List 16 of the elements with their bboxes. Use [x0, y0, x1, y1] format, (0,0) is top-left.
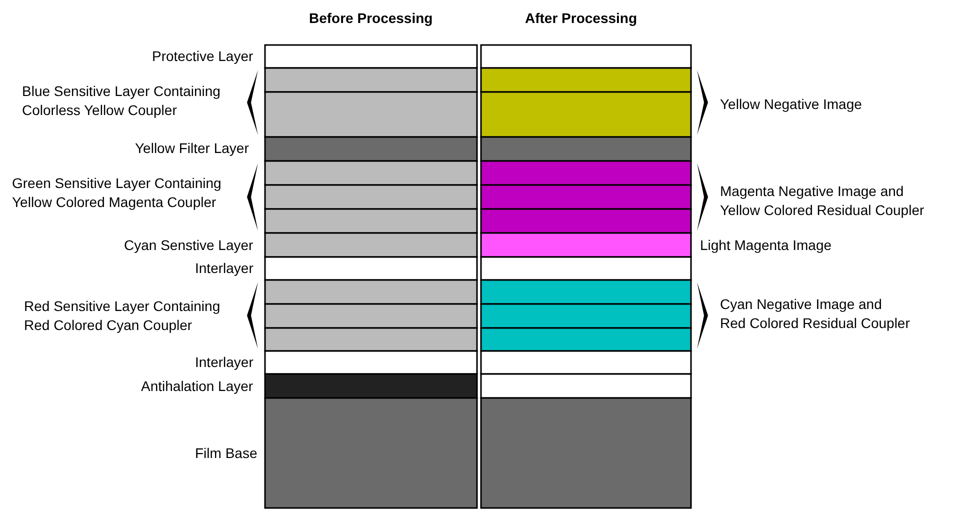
layer-label: Yellow Filter Layer [135, 138, 249, 158]
layer-label: Green Sensitive Layer Containing Yellow Colored Magenta Coupler [12, 174, 222, 212]
layer-label: Interlayer [195, 258, 254, 278]
layer-label: Magenta Negative Image and Yellow Colored Residual Coupler [720, 182, 924, 220]
column-heading: Before Processing [309, 8, 433, 28]
layer-label: Interlayer [195, 352, 254, 372]
layer-label: Light Magenta Image [700, 236, 832, 254]
layer-label: Protective Layer [152, 46, 254, 66]
layer-label: Cyan Negative Image and Red Colored Residual Coupler [720, 295, 910, 333]
layer-label: Blue Sensitive Layer Containing Colorless Yellow Coupler [22, 82, 220, 120]
layer-label: Yellow Negative Image [720, 94, 862, 114]
layer-label: Cyan Senstive Layer [124, 236, 254, 254]
layer-label: Antihalation Layer [141, 376, 254, 396]
column-heading: After Processing [525, 8, 638, 28]
layer-label: Red Sensitive Layer Containing Red Colored Cyan Coupler [24, 297, 220, 335]
layer-label: Film Base [195, 444, 258, 462]
